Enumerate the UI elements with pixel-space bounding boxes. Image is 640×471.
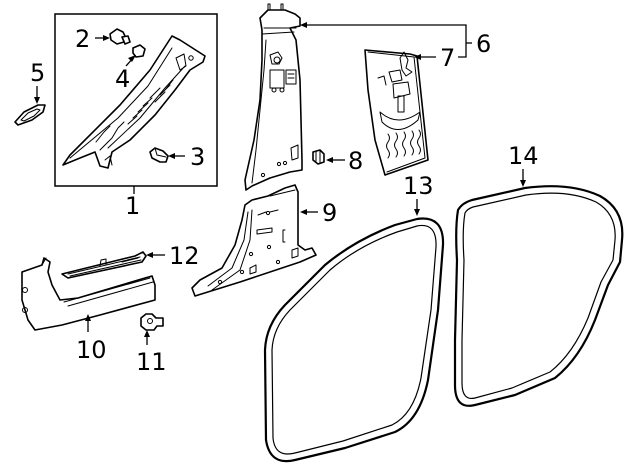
leader-6 — [303, 24, 467, 58]
part-10-scuff-plate — [21, 257, 156, 331]
arrow-9 — [300, 209, 307, 215]
arrow-10 — [85, 314, 91, 321]
callout-4: 4 — [115, 65, 130, 93]
callout-1: 1 — [125, 192, 140, 220]
arrow-4 — [128, 55, 136, 62]
part-12-sill-plate — [61, 251, 147, 279]
callout-8: 8 — [348, 147, 363, 175]
callout-12: 12 — [169, 242, 200, 270]
arrow-3 — [168, 153, 175, 159]
arrow-11 — [144, 330, 150, 337]
part-4-clip — [132, 44, 146, 58]
leader-lines — [34, 22, 526, 345]
callout-labels: 1 2 3 4 5 6 7 8 9 10 11 12 13 14 — [30, 25, 539, 376]
part-3-clip — [149, 147, 169, 163]
part-9-b-pillar-lower-trim — [191, 184, 317, 297]
callout-5: 5 — [30, 59, 45, 87]
part-11-clip — [140, 313, 164, 331]
arrow-8 — [326, 157, 333, 163]
part-1-group-box — [54, 13, 218, 187]
part-8-clip — [312, 149, 325, 165]
callout-9: 9 — [322, 199, 337, 227]
callout-13: 13 — [403, 172, 434, 200]
part-6-b-pillar-upper-trim — [244, 3, 303, 191]
arrow-14 — [520, 180, 526, 187]
arrow-6 — [300, 22, 307, 28]
callout-11: 11 — [136, 348, 167, 376]
part-5-bracket — [14, 104, 46, 126]
part-7-b-pillar-panel — [364, 49, 429, 176]
arrow-7 — [414, 54, 421, 60]
callout-10: 10 — [76, 336, 107, 364]
arrow-13 — [414, 209, 420, 216]
part-13-front-door-weatherstrip — [263, 217, 445, 463]
callout-6: 6 — [476, 30, 491, 58]
arrow-2 — [103, 35, 110, 41]
part-2-clip — [109, 28, 131, 45]
part-14-rear-door-weatherstrip — [453, 185, 624, 407]
arrow-5 — [34, 97, 40, 104]
part-1-a-pillar-trim — [62, 35, 206, 169]
callout-14: 14 — [508, 142, 539, 170]
callout-2: 2 — [75, 25, 90, 53]
arrow-12 — [146, 252, 153, 258]
callout-7: 7 — [440, 44, 455, 72]
callout-3: 3 — [190, 143, 205, 171]
